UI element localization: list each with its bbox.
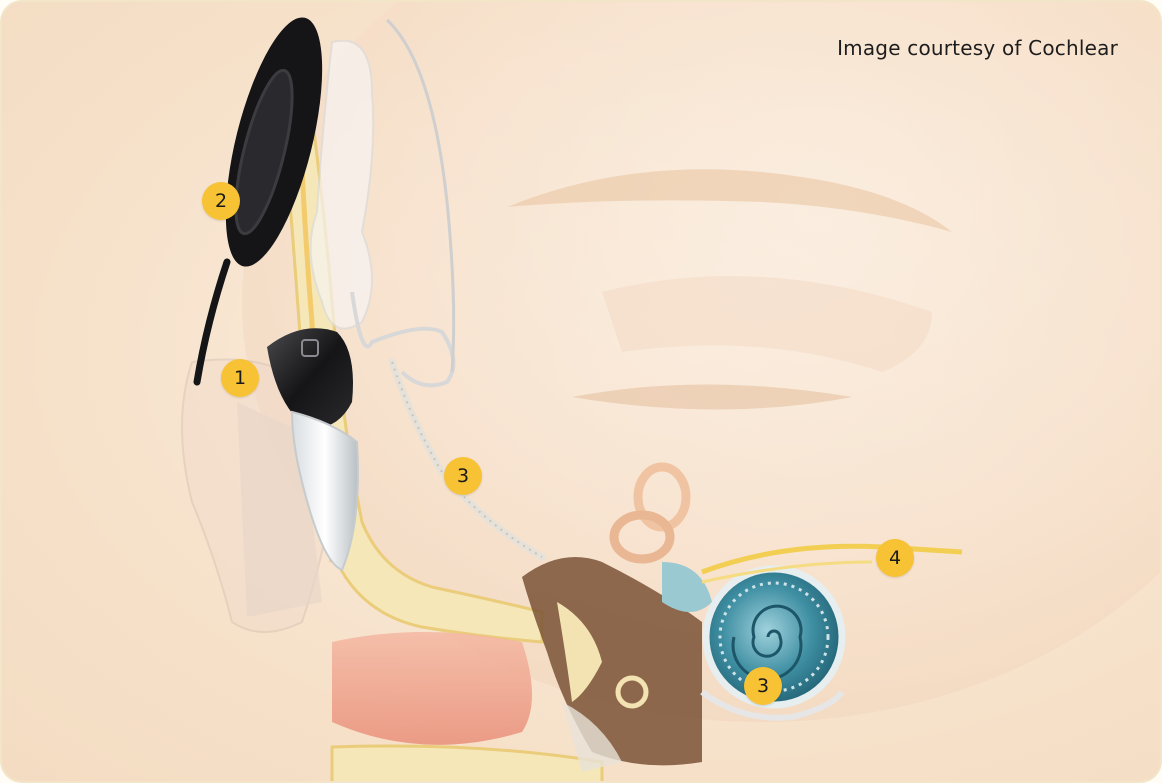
ear-canal	[332, 632, 532, 745]
marker-3-electrode-array: 3	[744, 667, 782, 705]
lower-bone	[332, 746, 602, 783]
image-credit: Image courtesy of Cochlear	[837, 36, 1118, 60]
face-shading	[242, 2, 1162, 722]
marker-2-coil: 2	[202, 182, 240, 220]
marker-3-electrode-lead: 3	[444, 457, 482, 495]
marker-4-auditory-nerve: 4	[876, 539, 914, 577]
marker-1-sound-processor: 1	[221, 359, 259, 397]
